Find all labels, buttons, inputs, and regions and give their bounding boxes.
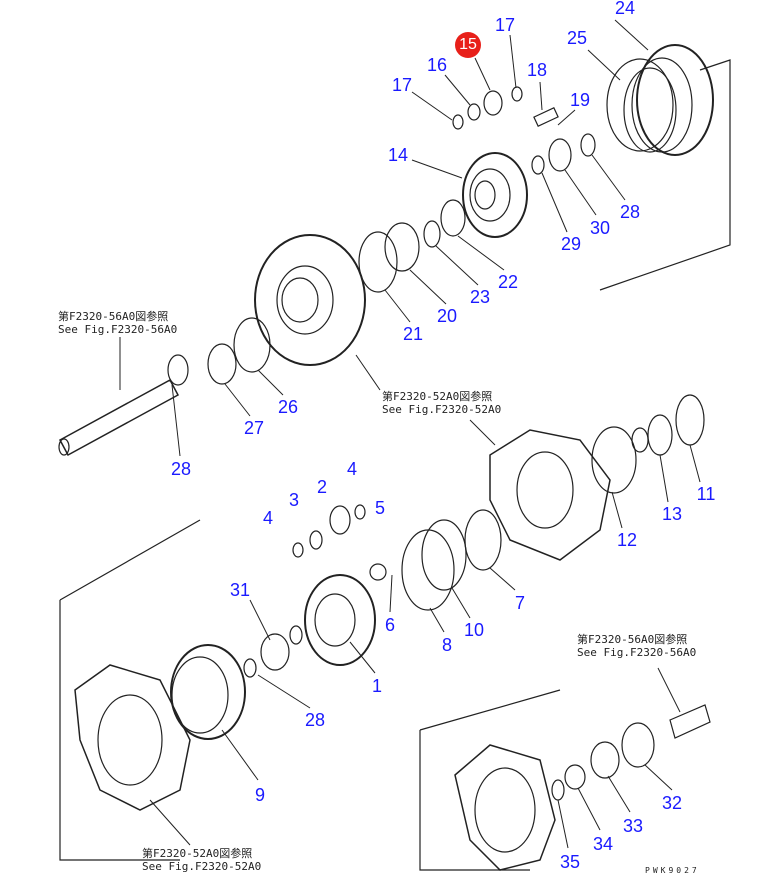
- part-label-13[interactable]: 13: [661, 504, 683, 524]
- part-label-28[interactable]: 28: [304, 710, 326, 730]
- part-label-8[interactable]: 8: [441, 635, 453, 655]
- part-label-20[interactable]: 20: [436, 306, 458, 326]
- part-label-33[interactable]: 33: [622, 816, 644, 836]
- part-label-29[interactable]: 29: [560, 234, 582, 254]
- part-label-18[interactable]: 18: [526, 60, 548, 80]
- part-label-5[interactable]: 5: [374, 498, 386, 518]
- part-label-4[interactable]: 4: [262, 508, 274, 528]
- frame-left-top: [59, 519, 201, 601]
- reference-note: 第F2320-52A0図参照 See Fig.F2320-52A0: [142, 847, 262, 873]
- part-label-21[interactable]: 21: [402, 324, 424, 344]
- part-label-24[interactable]: 24: [614, 0, 636, 18]
- part-label-3[interactable]: 3: [288, 490, 300, 510]
- part-label-11[interactable]: 11: [696, 484, 716, 504]
- part-label-35[interactable]: 35: [559, 852, 581, 872]
- part-label-28[interactable]: 28: [170, 459, 192, 479]
- part-label-14[interactable]: 14: [387, 145, 409, 165]
- reference-note: 第F2320-56A0図参照 See Fig.F2320-56A0: [58, 310, 178, 336]
- part-label-22[interactable]: 22: [497, 272, 519, 292]
- part-label-7[interactable]: 7: [514, 593, 526, 613]
- highlighted-part-15[interactable]: 15: [455, 32, 481, 58]
- frame-bottom-right: [419, 730, 530, 871]
- part-label-4[interactable]: 4: [346, 459, 358, 479]
- part-label-12[interactable]: 12: [616, 530, 638, 550]
- part-label-2[interactable]: 2: [316, 477, 328, 497]
- part-label-28[interactable]: 28: [619, 202, 641, 222]
- part-label-34[interactable]: 34: [592, 834, 614, 854]
- part-label-25[interactable]: 25: [566, 28, 588, 48]
- frame-top: [599, 59, 731, 291]
- part-label-1[interactable]: 1: [371, 676, 383, 696]
- part-label-27[interactable]: 27: [243, 418, 265, 438]
- reference-note: 第F2320-56A0図参照 See Fig.F2320-56A0: [577, 633, 697, 659]
- part-label-19[interactable]: 19: [569, 90, 591, 110]
- drawing-code: PWK9027: [645, 866, 700, 875]
- part-label-26[interactable]: 26: [277, 397, 299, 417]
- part-label-10[interactable]: 10: [463, 620, 485, 640]
- part-label-9[interactable]: 9: [254, 785, 266, 805]
- part-label-32[interactable]: 32: [661, 793, 683, 813]
- part-label-16[interactable]: 16: [426, 55, 448, 75]
- part-label-31[interactable]: 31: [229, 580, 251, 600]
- part-label-6[interactable]: 6: [384, 615, 396, 635]
- reference-note: 第F2320-52A0図参照 See Fig.F2320-52A0: [382, 390, 502, 416]
- part-label-17[interactable]: 17: [494, 15, 516, 35]
- part-label-30[interactable]: 30: [589, 218, 611, 238]
- frame-left: [59, 600, 180, 861]
- part-label-23[interactable]: 23: [469, 287, 491, 307]
- part-label-17[interactable]: 17: [391, 75, 413, 95]
